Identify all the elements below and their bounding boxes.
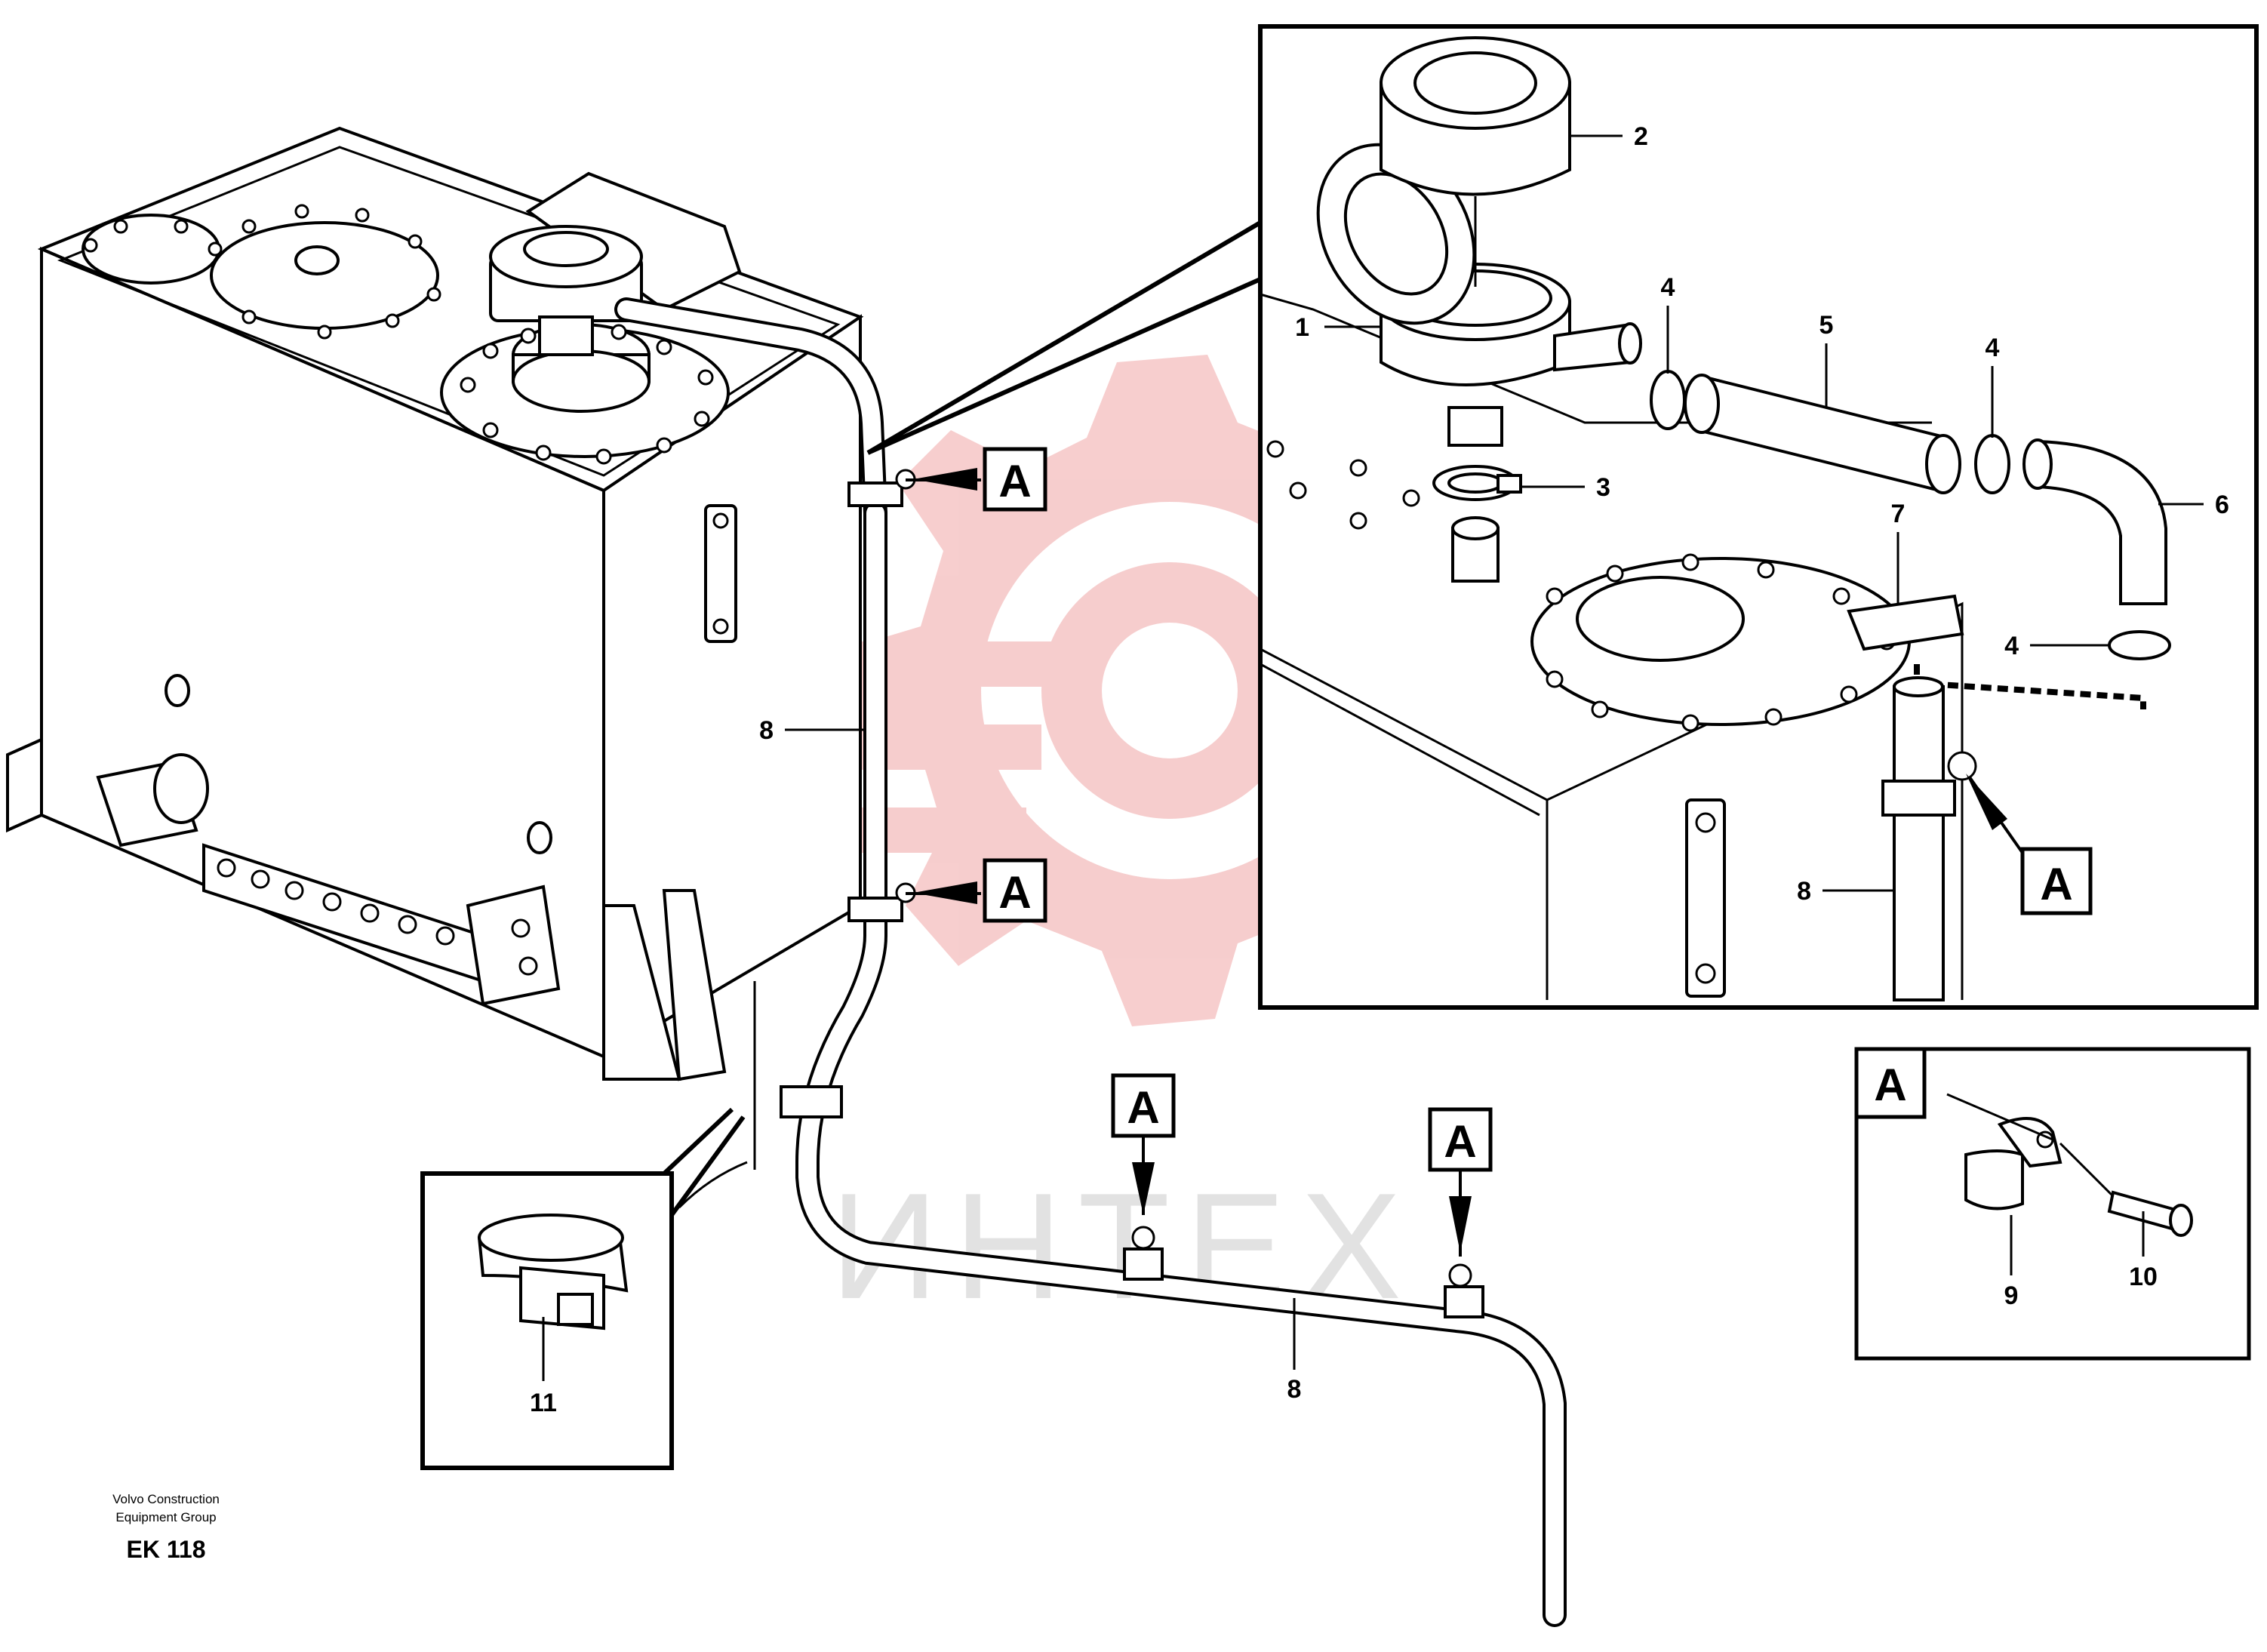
- ref-a-box-2: A: [906, 858, 1047, 923]
- callout-10: 10: [2129, 1263, 2158, 1291]
- filter-cap-part-2: [1380, 36, 1571, 287]
- publisher-line-1: Volvo Construction: [112, 1492, 220, 1506]
- hose-part-5: [1684, 374, 1961, 494]
- pipe-clamps: [780, 469, 1484, 1318]
- detail-leader-bottom: [866, 277, 1262, 455]
- svg-text:A: A: [1444, 1116, 1476, 1167]
- callout-11: 11: [530, 1389, 557, 1417]
- pipe-part-8-inset: [1881, 676, 1977, 1001]
- band-clamp-part-11: [477, 1214, 629, 1331]
- callouts: 1 2 3 4 4 4 5 6 7 8 8 8 9 10: [530, 122, 2229, 1417]
- svg-text:A: A: [998, 867, 1031, 918]
- drain-pipe: [795, 501, 1567, 1627]
- band-clamp: [780, 1085, 843, 1118]
- hose-clamp-part-3: [1432, 465, 1522, 501]
- hose-clamp-part-4: [1650, 370, 2171, 660]
- manifold-ports: [217, 858, 455, 946]
- callout-1: 1: [1295, 313, 1309, 342]
- callout-5: 5: [1819, 311, 1834, 340]
- clamp-detail-box: [1854, 1047, 2251, 1361]
- callout-9: 9: [2004, 1281, 2019, 1310]
- callout-3: 3: [1596, 473, 1610, 502]
- breather-filter-main: [489, 225, 643, 356]
- callout-8-bottom: 8: [1287, 1375, 1302, 1404]
- svg-text:A: A: [998, 456, 1031, 506]
- callout-2: 2: [1634, 122, 1648, 151]
- ref-a-box-detail: A: [1874, 1060, 1906, 1110]
- clip-part-9: [1964, 1149, 2024, 1211]
- callout-6: 6: [2215, 491, 2229, 519]
- callout-8-main: 8: [759, 716, 774, 745]
- bracket-part-7: [1847, 594, 1964, 651]
- svg-text:A: A: [1874, 1060, 1906, 1110]
- ref-a-box-4: A: [1428, 1107, 1493, 1257]
- callout-4-a: 4: [1661, 273, 1675, 302]
- sight-gauge: [704, 504, 737, 643]
- bolt-part-10: [2107, 1190, 2193, 1237]
- illustration-code: EK 118: [126, 1536, 206, 1563]
- ref-a-markers: A A A A A A: [906, 447, 2093, 1257]
- hydraulic-tank: [6, 126, 864, 1209]
- band-clamp-detail-box: [420, 1107, 746, 1470]
- detail-leader-top: [866, 220, 1262, 455]
- callout-4-b: 4: [1986, 334, 2000, 362]
- flange-bolts: [83, 204, 714, 465]
- svg-text:A: A: [1127, 1082, 1159, 1133]
- elbow-hose-part-6: [2022, 438, 2167, 605]
- callout-4-c: 4: [2004, 632, 2019, 660]
- ref-a-box-1: A: [906, 447, 1047, 512]
- breather-detail-inset: [1258, 24, 2259, 1010]
- ref-a-box-3: A: [1111, 1073, 1176, 1215]
- ref-a-box-5: A: [1966, 774, 2093, 915]
- callout-7: 7: [1891, 500, 1906, 528]
- callout-8-inset: 8: [1797, 877, 1811, 906]
- publisher-line-2: Equipment Group: [115, 1510, 217, 1524]
- svg-text:A: A: [2040, 859, 2072, 909]
- dashed-connection: [1914, 664, 2146, 709]
- publisher-credit: Volvo Construction Equipment Group: [53, 1490, 279, 1527]
- cover-plate-small: [82, 214, 220, 285]
